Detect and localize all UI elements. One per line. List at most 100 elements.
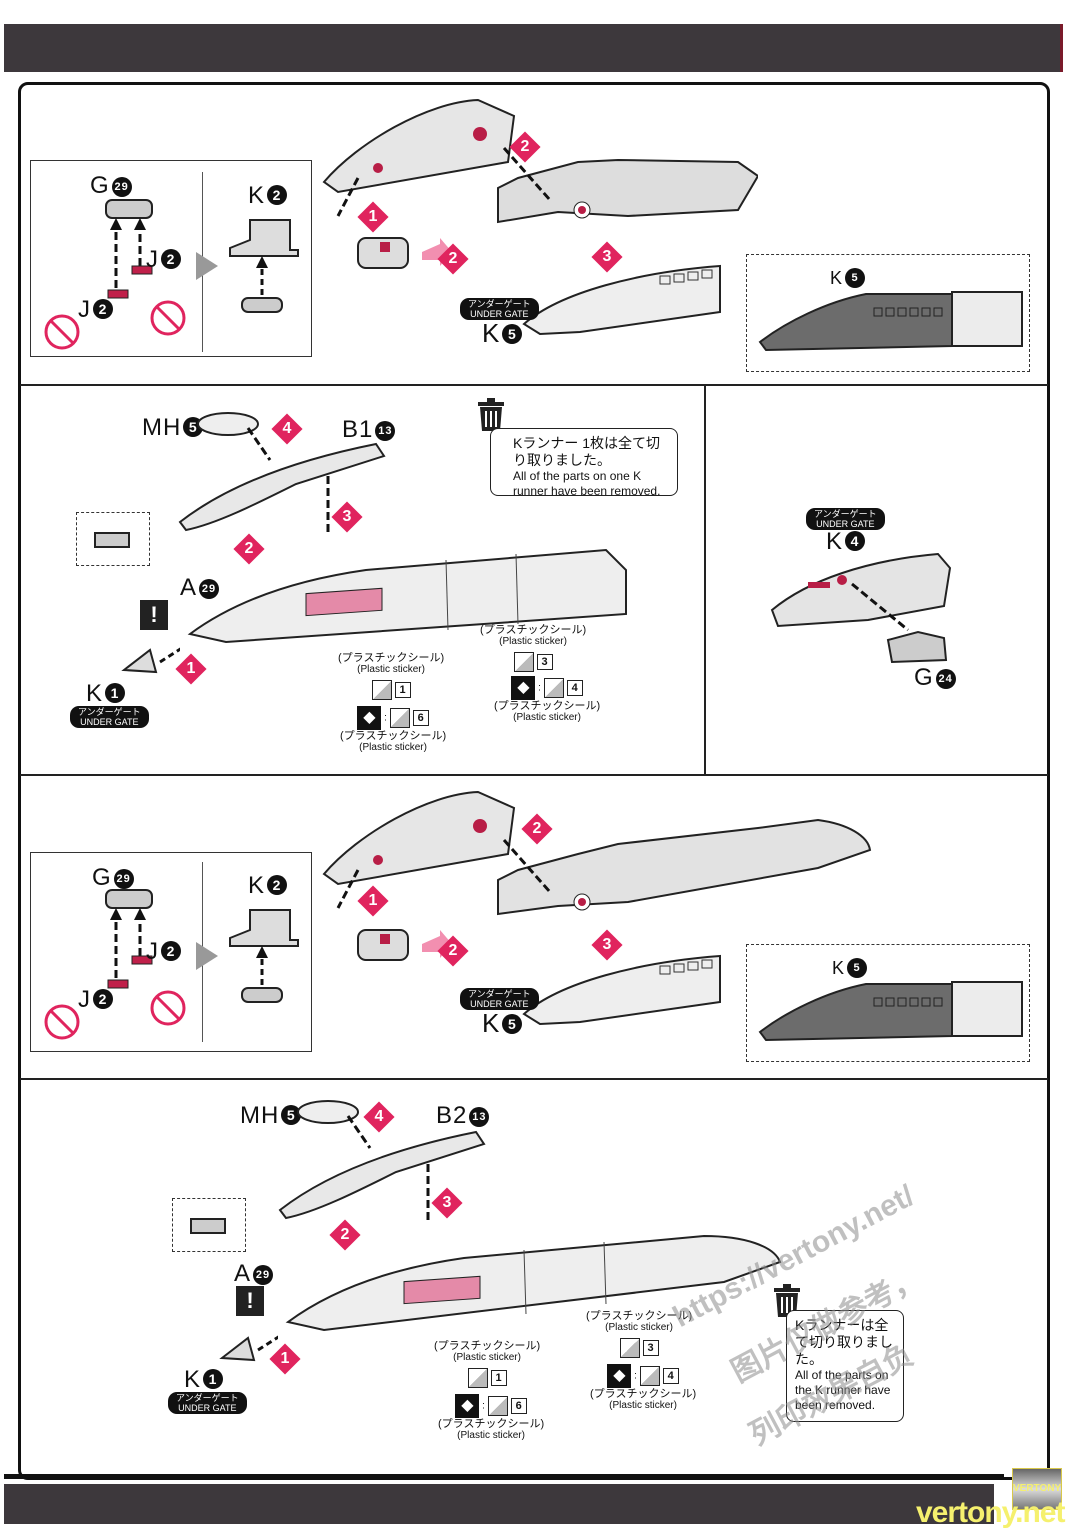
clip-part-drawing <box>190 1218 226 1234</box>
part-number: 13 <box>469 1107 490 1127</box>
part-letter: G <box>92 864 112 891</box>
part-number: 2 <box>161 249 181 269</box>
sticker-callout-alt: ◆ : 6 (プラスチックシール)(Plastic sticker) <box>340 706 446 754</box>
cab-interior-drawing <box>770 552 952 664</box>
cab-subassembly-drawing <box>322 98 758 269</box>
part-letter: J <box>146 938 159 965</box>
flip-side-icon: ◆ <box>511 676 536 700</box>
part-number: 5 <box>281 1105 302 1125</box>
sticker-callout-alt: ◆ : 6 (プラスチックシール)(Plastic sticker) <box>438 1394 544 1442</box>
detail-view-box <box>76 512 150 566</box>
part-number: 2 <box>93 989 113 1009</box>
footer-rule <box>4 1474 1004 1479</box>
trash-icon <box>478 398 504 431</box>
part-letter: K <box>482 318 501 348</box>
note-text-en: All of the parts on the K runner have be… <box>795 1368 891 1412</box>
part-letter: K <box>86 680 104 707</box>
part-letter: K <box>482 1008 501 1038</box>
sticker-callout: (プラスチックシール)(Plastic sticker) 1 <box>338 652 444 700</box>
detail-view-box <box>746 944 1030 1062</box>
next-arrow-icon <box>196 942 218 970</box>
sticker-icon <box>619 1338 640 1358</box>
sticker-icon <box>543 678 564 698</box>
nose-cone-drawing <box>522 954 721 1026</box>
brand-badge: VERTONY <box>1012 1468 1062 1510</box>
sticker-number: 6 <box>510 1398 527 1414</box>
part-number: 29 <box>253 1265 274 1285</box>
sticker-icon <box>389 708 410 728</box>
step-marker: 1 <box>357 885 389 917</box>
part-letter: B2 <box>436 1102 468 1129</box>
flip-side-icon: ◆ <box>455 1394 480 1418</box>
sticker-icon <box>513 652 534 672</box>
sticker-callout-alt: ◆ : 4 (プラスチックシール)(Plastic sticker) <box>494 676 600 724</box>
sticker-number: 1 <box>490 1370 507 1386</box>
sticker-number: 4 <box>662 1368 679 1384</box>
step-marker: 3 <box>431 1187 463 1219</box>
part-number: 5 <box>502 1014 523 1034</box>
part-letter: J <box>78 296 91 323</box>
part-number: 1 <box>105 683 126 703</box>
sticker-icon <box>639 1366 660 1386</box>
part-letter: G <box>914 664 934 691</box>
part-letter: MH <box>240 1102 280 1129</box>
sticker-callout: (プラスチックシール)(Plastic sticker) 1 <box>434 1340 540 1388</box>
next-arrow-icon <box>196 252 218 280</box>
step-marker: 2 <box>437 935 469 967</box>
part-letter: MH <box>142 414 182 441</box>
part-number: 13 <box>375 421 396 441</box>
brand-logo: vertony.net <box>916 1496 1065 1529</box>
detail-view-box <box>746 254 1030 372</box>
part-number: 5 <box>847 958 868 978</box>
part-number: 2 <box>93 299 113 319</box>
divider <box>20 1078 1048 1080</box>
part-number: 5 <box>845 268 866 288</box>
flip-side-icon: ◆ <box>607 1364 632 1388</box>
step-marker: 1 <box>357 201 389 233</box>
nose-tip-drawing <box>219 1335 278 1362</box>
detail-view-drawing <box>758 981 1023 1042</box>
header-edge-mark <box>1060 24 1063 72</box>
part-number: 29 <box>111 177 132 197</box>
detail-view-drawing <box>758 291 1023 352</box>
part-number: 24 <box>935 669 956 689</box>
bogie-part-drawing <box>229 219 299 313</box>
wheel-axle-assembly-drawing <box>44 889 186 1040</box>
cab-subassembly-drawing <box>322 790 872 961</box>
part-letter: G <box>90 172 110 199</box>
step-marker: 2 <box>437 243 469 275</box>
nose-cone-drawing <box>522 264 721 336</box>
part-letter: A <box>234 1260 252 1287</box>
divider <box>20 774 1048 776</box>
step-marker: 2 <box>521 813 553 845</box>
flip-side-icon: ◆ <box>357 706 382 730</box>
part-number: 29 <box>113 869 134 889</box>
wheel-axle-assembly-drawing <box>44 199 186 350</box>
sticker-icon <box>487 1396 508 1416</box>
nose-tip-drawing <box>121 647 180 674</box>
part-letter: K <box>248 872 266 899</box>
roof-canopy-drawing <box>278 1100 486 1222</box>
step-marker: 4 <box>363 1101 395 1133</box>
clip-part-drawing <box>94 532 130 548</box>
train-body-drawing <box>187 548 627 644</box>
